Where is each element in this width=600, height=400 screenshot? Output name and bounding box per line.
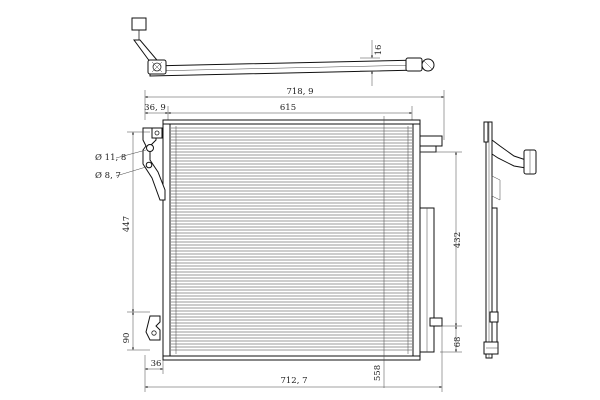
left-tank <box>162 123 171 357</box>
top-view-right-fitting <box>405 57 423 72</box>
side-view <box>483 121 537 359</box>
dim-overall-width: 718, 9 <box>286 87 313 97</box>
dim-bottom-width: 712, 7 <box>280 376 307 386</box>
dim-bottom-left-height: 90 <box>122 333 132 344</box>
dim-left-height: 447 <box>122 216 132 232</box>
right-tank <box>412 123 421 357</box>
dim-hole-small: Ø 8, 7 <box>95 170 121 181</box>
dim-bottom-right-height: 68 <box>453 337 463 348</box>
condenser-fins <box>171 126 412 354</box>
dim-top-view-depth: 16 <box>374 45 384 56</box>
left-lower-bracket <box>145 315 161 341</box>
dim-left-offset: 36, 9 <box>144 103 166 113</box>
top-view-top-connector <box>131 17 147 31</box>
side-view-pipe <box>491 139 527 169</box>
top-rail <box>162 119 421 125</box>
dim-core-height: 432 <box>453 232 463 248</box>
dim-hole-large: Ø 11, 8 <box>95 152 126 163</box>
side-view-receiver <box>491 207 498 355</box>
top-view: 16 <box>131 17 435 86</box>
hole-large <box>146 144 154 152</box>
front-view: 718, 9 36, 9 615 Ø 11, 8 <box>95 87 463 392</box>
right-upper-flange <box>419 145 437 153</box>
dim-core-width: 615 <box>280 103 296 113</box>
condenser-core <box>169 123 414 357</box>
side-view-bottom-clip <box>489 311 499 323</box>
right-upper-connector <box>419 135 443 147</box>
bottom-rail <box>162 355 421 361</box>
side-view-top-clip <box>483 121 489 143</box>
dim-bottom-core-height: 558 <box>373 365 383 381</box>
hole-small <box>145 161 153 169</box>
dim-bottom-left-offset: 36 <box>151 359 162 369</box>
left-top-tab <box>151 127 163 139</box>
receiver-bottom-bracket <box>429 317 443 327</box>
